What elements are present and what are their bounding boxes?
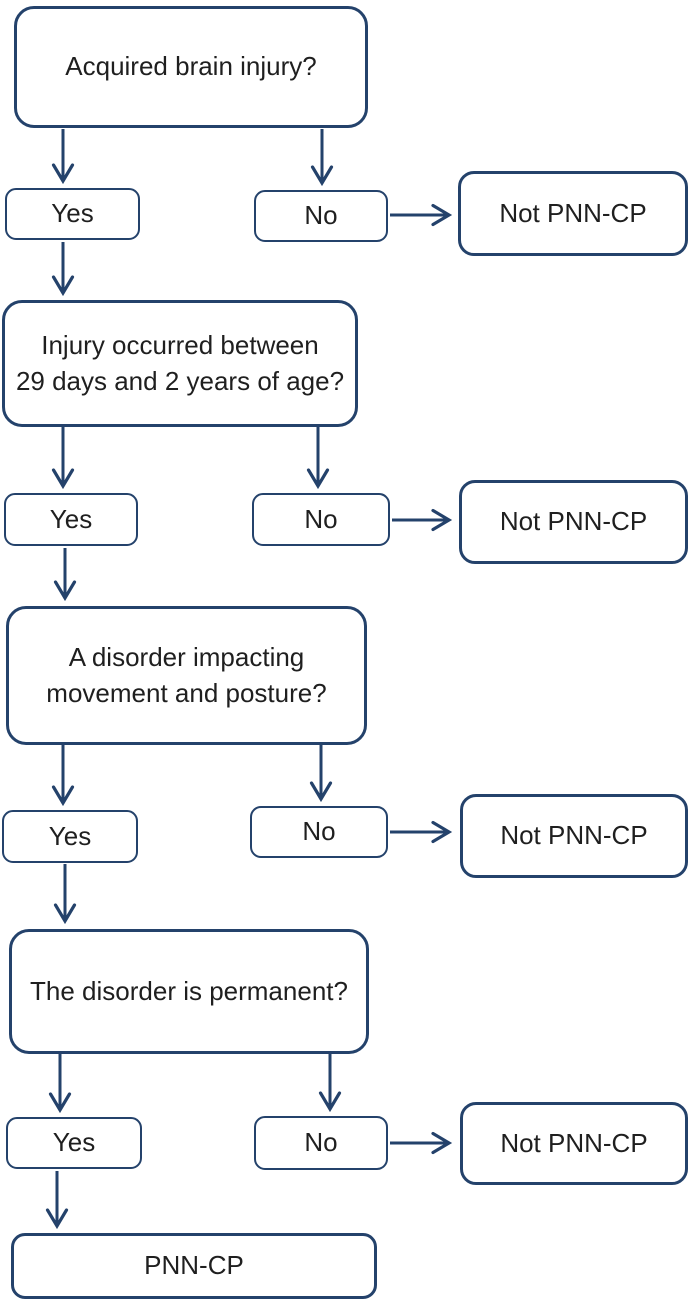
q4-no-label: No: [304, 1127, 338, 1158]
question-4-label: The disorder is permanent?: [30, 975, 348, 1006]
q3-not-pnncp-label: Not PNN-CP: [500, 820, 648, 851]
question-4-box: The disorder is permanent?: [9, 929, 369, 1054]
q1-not-pnncp-box: Not PNN-CP: [458, 171, 688, 256]
question-1-label: Acquired brain injury?: [65, 51, 317, 82]
q1-yes-box: Yes: [5, 188, 140, 240]
question-1-box: Acquired brain injury?: [14, 6, 368, 128]
q4-no-box: No: [254, 1116, 388, 1170]
q1-not-pnncp-label: Not PNN-CP: [499, 197, 647, 228]
question-3-box: A disorder impacting movement and postur…: [6, 606, 367, 745]
question-2-label: Injury occurred between 29 days and 2 ye…: [15, 329, 345, 396]
question-2-box: Injury occurred between 29 days and 2 ye…: [2, 300, 358, 427]
q1-no-box: No: [254, 190, 388, 242]
q1-yes-label: Yes: [51, 198, 94, 229]
final-pnncp-box: PNN-CP: [11, 1233, 377, 1299]
q3-not-pnncp-box: Not PNN-CP: [460, 794, 688, 878]
q2-yes-label: Yes: [49, 503, 93, 534]
q3-yes-label: Yes: [48, 820, 92, 851]
q4-yes-box: Yes: [6, 1117, 142, 1169]
q4-yes-label: Yes: [52, 1127, 96, 1158]
q3-no-label: No: [302, 816, 336, 847]
q1-no-label: No: [304, 200, 338, 231]
q3-yes-box: Yes: [2, 810, 138, 863]
q2-no-box: No: [252, 493, 390, 546]
q2-yes-box: Yes: [4, 493, 138, 546]
q4-not-pnncp-label: Not PNN-CP: [500, 1127, 648, 1158]
q2-no-label: No: [304, 503, 338, 534]
q3-no-box: No: [250, 806, 388, 858]
q2-not-pnncp-box: Not PNN-CP: [459, 480, 688, 564]
final-pnncp-label: PNN-CP: [144, 1250, 244, 1281]
question-3-label: A disorder impacting movement and postur…: [46, 641, 327, 708]
q2-not-pnncp-label: Not PNN-CP: [499, 506, 648, 537]
q4-not-pnncp-box: Not PNN-CP: [460, 1102, 688, 1185]
